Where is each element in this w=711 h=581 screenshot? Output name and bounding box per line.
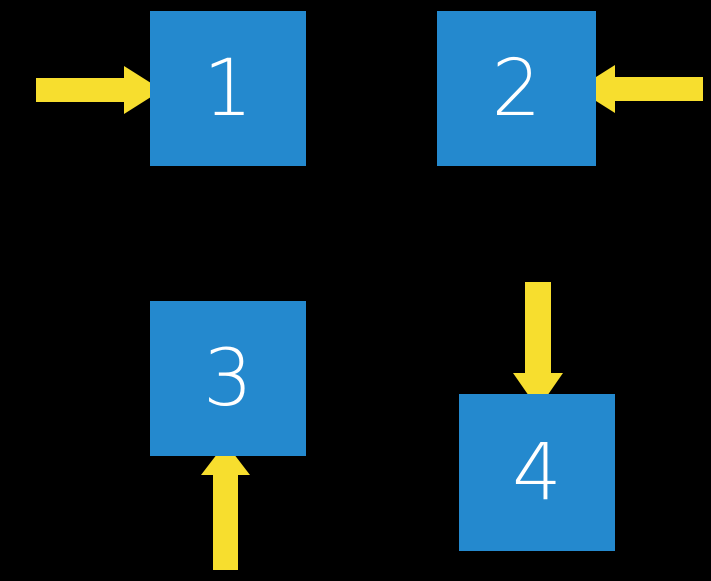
node-3[interactable]: 3 xyxy=(150,301,306,456)
arrow-up-into-node-3[interactable] xyxy=(201,443,250,570)
node-1[interactable]: 1 xyxy=(150,11,306,166)
arrow-down-icon xyxy=(513,282,563,409)
node-3-label: 3 xyxy=(203,333,253,424)
node-1-label: 1 xyxy=(203,43,253,134)
node-4[interactable]: 4 xyxy=(459,394,615,551)
arrow-up-icon xyxy=(201,443,250,570)
arrow-down-into-node-4[interactable] xyxy=(513,282,563,409)
arrow-right-icon xyxy=(36,66,162,114)
node-2-label: 2 xyxy=(491,43,542,134)
node-2[interactable]: 2 xyxy=(437,11,596,166)
node-4-label: 4 xyxy=(512,427,562,518)
arrow-left-icon xyxy=(577,65,703,113)
arrow-right-into-node-1[interactable] xyxy=(36,66,162,114)
arrow-left-into-node-2[interactable] xyxy=(577,65,703,113)
